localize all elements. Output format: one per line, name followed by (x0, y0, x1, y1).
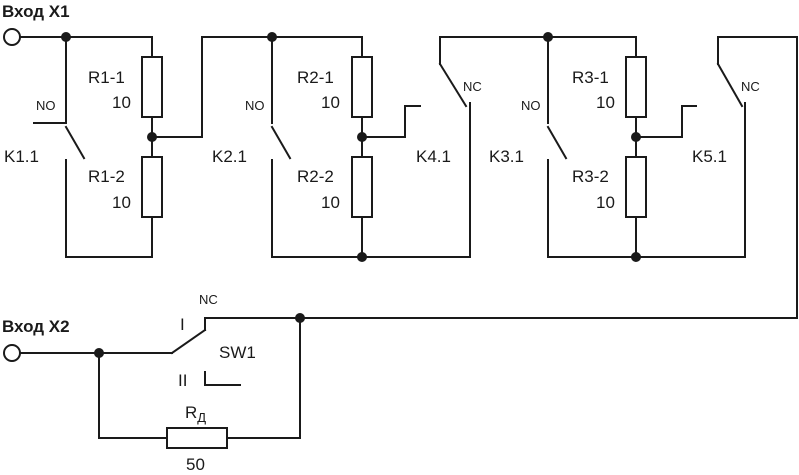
resistor-r1-2-value: 10 (112, 193, 131, 212)
resistor-rd-value: 50 (186, 455, 205, 474)
resistor-r2-1-name: R2-1 (297, 68, 334, 87)
k3-1-name: K3.1 (489, 147, 524, 166)
resistor-r3-1-name: R3-1 (572, 68, 609, 87)
resistor-r2-1-value: 10 (321, 93, 340, 112)
junction-dots (61, 32, 641, 358)
input-x1-label: Вход X1 (2, 2, 70, 21)
resistor-rd (166, 427, 228, 449)
resistor-r2-1 (351, 56, 373, 118)
resistor-r3-1 (625, 56, 647, 118)
k4-1-name: K4.1 (416, 147, 451, 166)
resistor-r1-1-name: R1-1 (88, 68, 125, 87)
resistor-r1-2-name: R1-2 (88, 167, 125, 186)
resistor-r3-2-value: 10 (596, 193, 615, 212)
resistor-r1-2 (141, 156, 163, 218)
resistor-r2-2 (351, 156, 373, 218)
resistor-rd-name-main: R (185, 403, 197, 422)
input-x1-terminal (3, 28, 21, 46)
resistor-rd-name-sub: Д (197, 410, 206, 425)
k1-1-type: NO (36, 98, 56, 113)
sw1-pos2: II (178, 371, 187, 390)
k5-1-type: NC (741, 79, 760, 94)
k5-1-name: K5.1 (692, 147, 727, 166)
sw1-name: SW1 (219, 343, 256, 362)
resistor-r1-1 (141, 56, 163, 118)
input-x2-label: Вход X2 (2, 317, 70, 336)
k2-1-type: NO (245, 98, 265, 113)
resistor-r2-2-value: 10 (321, 193, 340, 212)
k3-1-type: NO (521, 98, 541, 113)
resistor-r2-2-name: R2-2 (297, 167, 334, 186)
sw1-type: NC (199, 292, 218, 307)
k4-1-type: NC (463, 79, 482, 94)
resistor-r3-2-name: R3-2 (572, 167, 609, 186)
resistor-rd-name: RД (185, 403, 206, 425)
k2-1-name: K2.1 (212, 147, 247, 166)
resistor-r1-1-value: 10 (112, 93, 131, 112)
resistor-r3-2 (625, 156, 647, 218)
k1-1-name: K1.1 (4, 147, 39, 166)
sw1-pos1: I (180, 315, 185, 334)
input-x2-terminal (3, 344, 21, 362)
resistor-r3-1-value: 10 (596, 93, 615, 112)
